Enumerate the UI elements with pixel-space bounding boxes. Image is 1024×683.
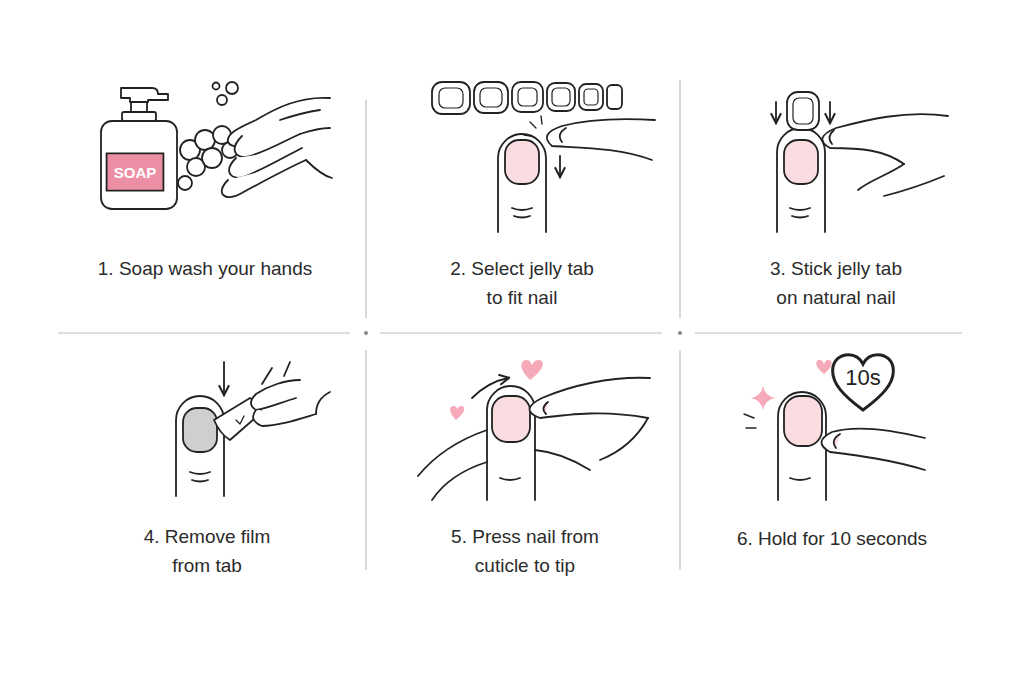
soap-bottle: [101, 88, 177, 209]
sparkle: [751, 386, 775, 410]
finger: [778, 392, 826, 500]
heart-path: [833, 355, 894, 410]
finger: [487, 386, 535, 500]
label-rect: [107, 153, 164, 190]
holding-thumb: [821, 429, 925, 470]
divider-dot: [678, 331, 682, 335]
heart: [450, 406, 464, 420]
step-caption: 2. Select jelly tab to fit nail: [445, 254, 600, 312]
supporting-hand: [418, 430, 590, 500]
soap-label: SOAP: [106, 153, 164, 191]
jelly-tab: [776, 92, 830, 130]
heart: [521, 360, 542, 380]
step-caption: 4. Remove film from tab: [130, 522, 285, 580]
node-text: 10s: [845, 365, 880, 399]
step-caption: 1. Soap wash your hands: [98, 254, 312, 283]
heart: [816, 360, 831, 374]
pointing-hand: [822, 114, 948, 196]
motion-arrow: [472, 378, 508, 398]
pointing-finger: [524, 116, 655, 176]
timer-heart: 10s: [830, 352, 896, 412]
divider-dot: [364, 331, 368, 335]
pressing-thumb: [529, 378, 650, 460]
jelly-tab-sheet: [432, 82, 622, 114]
finger: [176, 396, 224, 496]
washing-hands: [222, 98, 332, 197]
node-text: SOAP: [114, 164, 157, 181]
shine-lines: [744, 414, 756, 428]
finger: [498, 134, 546, 232]
step-caption: 3. Stick jelly tab on natural nail: [759, 254, 914, 312]
step-caption: 6. Hold for 10 seconds: [737, 524, 927, 553]
peeling-hand: [251, 362, 330, 426]
step-caption: 5. Press nail from cuticle to tip: [448, 522, 603, 580]
panel-dividers: [58, 80, 962, 570]
finger: [777, 128, 825, 232]
